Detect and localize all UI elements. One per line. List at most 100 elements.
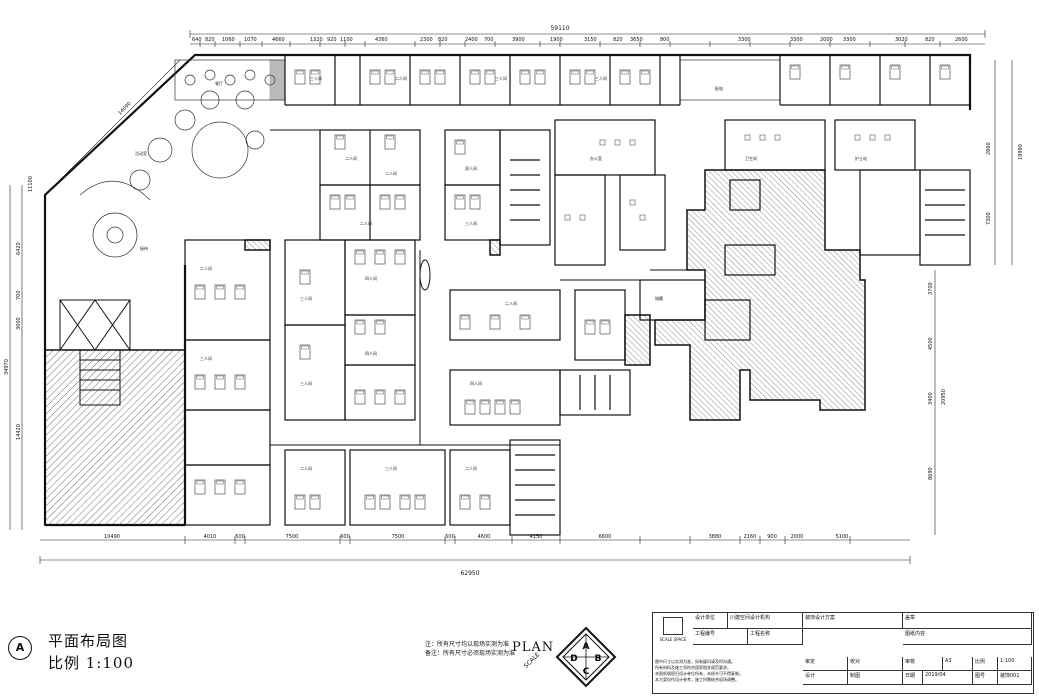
bottom-dim-text: 500 (445, 534, 455, 540)
room-label: 二人间 (200, 265, 212, 271)
date-label: 日期 (903, 671, 923, 685)
left-total-dim-text: 34970 (4, 359, 10, 375)
top-dim-text: 920 (327, 37, 337, 43)
room-label: 三人间 (595, 75, 607, 81)
company-logo: SCALE SPACE (655, 617, 691, 647)
room-label: 四人间 (365, 350, 377, 356)
top-dim-text: 4660 (272, 37, 285, 43)
sheet-label: 图号 (973, 671, 998, 685)
top-row-beds (294, 64, 951, 85)
sheet-value: 装饰001 (998, 671, 1032, 685)
paper-size-label: A3 (943, 657, 973, 671)
compass-letter: B (595, 654, 602, 664)
dimension-lines (9, 30, 1013, 564)
room-label: 三人间 (300, 295, 312, 301)
date-value: 2019/04 (923, 671, 973, 685)
top-dim-text: 800 (660, 37, 670, 43)
top-dim-text: 3900 (512, 37, 525, 43)
right-dim-text: 19990 (1018, 144, 1024, 160)
plan-marker-circle: A (8, 636, 32, 660)
top-dimension-texts: 640 820 1060 1070 4660 1320 920 1100 436… (192, 37, 968, 43)
room-label: 接待 (140, 245, 148, 251)
room-label: 卫生间 (745, 155, 757, 161)
right-dim-text: 4500 (928, 337, 934, 350)
room-label: 二人间 (345, 155, 357, 161)
room-label: 三人间 (385, 465, 397, 471)
top-dim-text: 3300 (790, 37, 803, 43)
compass-diamond-icon: A B C D (555, 626, 617, 688)
room-label: 活动室 (135, 150, 147, 156)
left-dim-text: 11100 (28, 176, 34, 192)
right-dim-text: 7300 (986, 212, 992, 225)
bottom-dim-text: 7500 (392, 534, 405, 540)
room-label: 三人间 (200, 355, 212, 361)
compass-letter: D (570, 654, 577, 664)
room-label: 三人间 (310, 75, 322, 81)
left-dim-text: 700 (16, 290, 22, 300)
room-label: 二人间 (505, 300, 517, 306)
room-label: 二人间 (385, 170, 397, 176)
room-label: 办公室 (590, 155, 602, 161)
bottom-dim-text: 4600 (478, 534, 491, 540)
corridor-walls (270, 129, 705, 446)
lounge-area (79, 59, 286, 258)
top-dim-text: 820 (613, 37, 623, 43)
title-note-line: 所有材料及施工须符合国家相关规范要求。 (655, 665, 731, 670)
top-dim-text: 1060 (222, 37, 235, 43)
draw-label: 制图 (848, 671, 903, 685)
drawing-name-label: 图纸内容 (903, 629, 1032, 645)
check-label: 校对 (848, 657, 903, 671)
design-unit-value: 川建空间设计机构 (728, 613, 803, 629)
top-dim-text: 2400 (465, 37, 478, 43)
plan-title-block: A 平面布局图 比例 1:100 (8, 630, 238, 690)
room-label: 四人间 (470, 380, 482, 386)
scale-label: 比例 (973, 657, 998, 671)
plan-scale-logo: PLAN SCALE (512, 640, 555, 670)
plan-word: PLAN (512, 640, 555, 655)
bottom-dim-text: 10490 (104, 534, 120, 540)
room-label: 配电 (715, 85, 723, 91)
company-logo-icon (663, 617, 683, 635)
top-dim-text: 2300 (420, 37, 433, 43)
room-label: 三人间 (300, 380, 312, 386)
room-label: 二人间 (300, 465, 312, 471)
top-dim-text: 3020 (895, 37, 908, 43)
compass-letter: A (583, 642, 590, 652)
top-dim-text: 4360 (375, 37, 388, 43)
room-label: 三人间 (465, 220, 477, 226)
project-number-label: 工程编号 (693, 629, 748, 645)
note-line: 备注：所有尺寸必须现场实测为准 (425, 650, 516, 657)
elevator-shaft-left (59, 299, 131, 406)
bottom-dim-text: 900 (767, 534, 777, 540)
room-label: 二人间 (360, 220, 372, 226)
plan-title: 平面布局图 (48, 632, 129, 650)
left-dim-text: 6420 (16, 242, 22, 255)
bottom-dim-text: 3880 (709, 534, 722, 540)
room-label: 餐厅 (215, 80, 223, 86)
scheme-name: 装饰设计方案 (803, 613, 903, 629)
room-label: 二人间 (395, 75, 407, 81)
drawing-notes: 注：所有尺寸均以现场实测为准 备注：所有尺寸必须现场实测为准 (425, 640, 560, 658)
top-dim-text: 700 (484, 37, 494, 43)
bottom-dim-text: 4150 (530, 534, 543, 540)
left-dim-text: 3000 (16, 317, 22, 330)
scale-value: 1:100 (998, 657, 1032, 671)
room-label: 四人间 (365, 275, 377, 281)
top-dim-text: 640 (192, 37, 202, 43)
room-label: 储藏 (655, 295, 663, 301)
top-dim-text: 1070 (244, 37, 257, 43)
room-label: 三人间 (495, 75, 507, 81)
compass-letter: C (583, 667, 590, 677)
top-dim-text: 1320 (310, 37, 323, 43)
room-label: 二人间 (465, 465, 477, 471)
bottom-dim-text: 6600 (599, 534, 612, 540)
bottom-dim-text: 5100 (836, 534, 849, 540)
company-name: SCALE SPACE (659, 637, 687, 642)
room-label: 双人间 (465, 165, 477, 171)
room-label: 护士站 (855, 155, 867, 161)
note-line: 注：所有尺寸均以现场实测为准 (425, 641, 510, 648)
right-dim-text: 3700 (928, 282, 934, 295)
top-dim-text: 1100 (340, 37, 353, 43)
bottom-dim-text: 7500 (286, 534, 299, 540)
design-label: 设计 (803, 671, 848, 685)
